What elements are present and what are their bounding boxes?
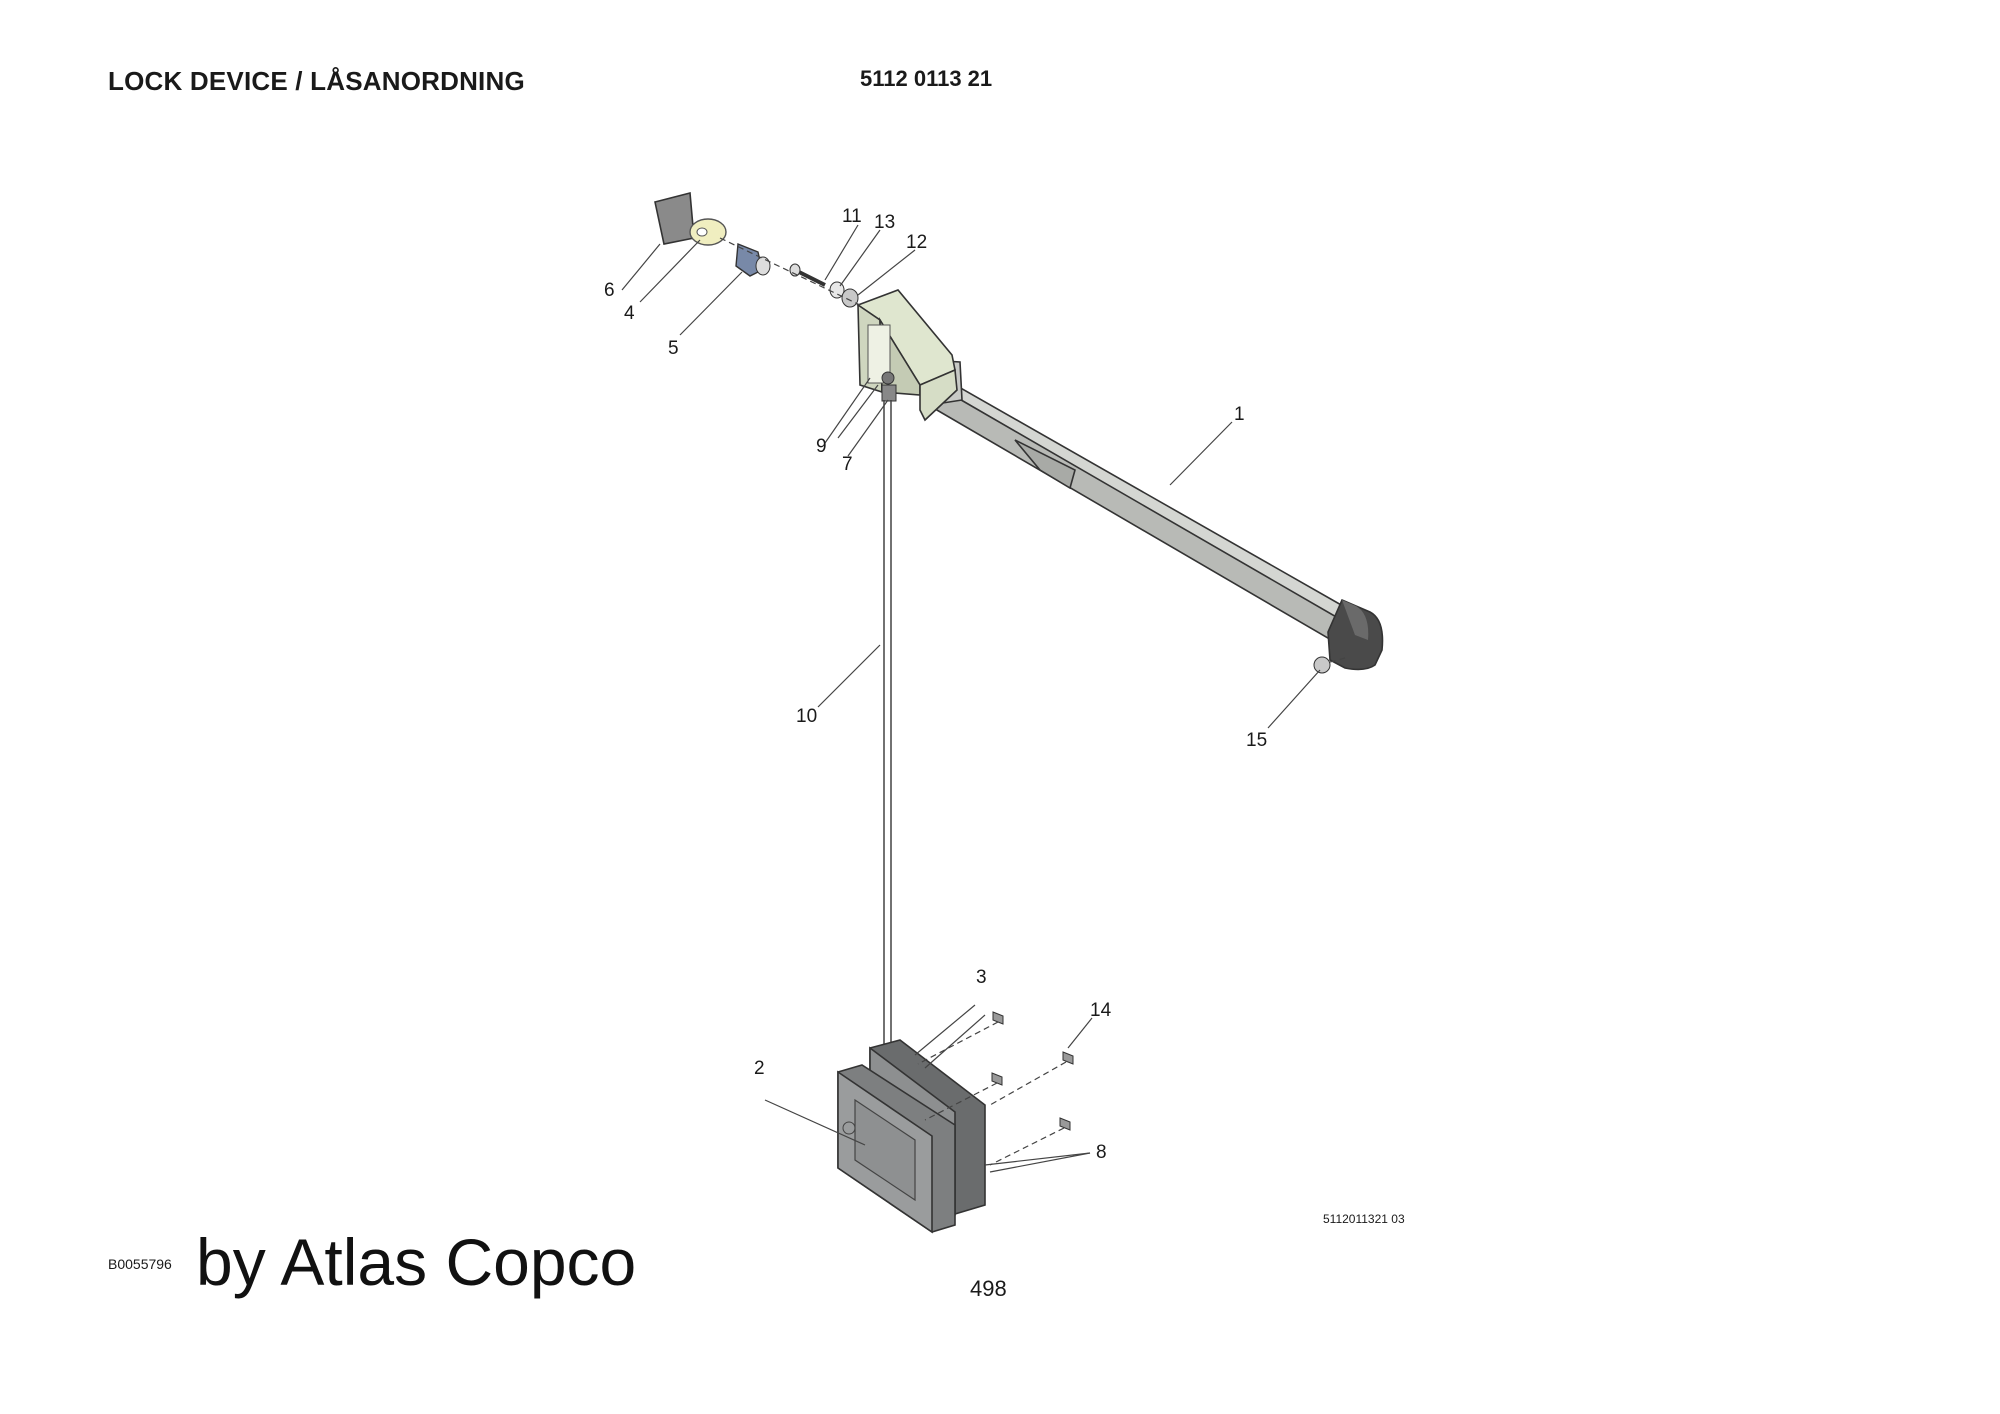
callout-9: 9 [816,436,827,457]
callout-3: 3 [976,967,987,988]
callout-7: 7 [842,454,853,475]
figure-code: 5112011321 03 [1323,1212,1405,1226]
callout-8: 8 [1096,1142,1107,1163]
callout-6: 6 [604,280,615,301]
callout-12: 12 [906,232,927,253]
watermark-text: by Atlas Copco [196,1225,637,1299]
callout-4: 4 [624,303,635,324]
callout-13: 13 [874,212,895,233]
callout-5: 5 [668,338,679,359]
document-number: 5112 0113 21 [860,66,993,91]
handle-assembly-part-2 [837,1039,986,1234]
callout-14: 14 [1090,1000,1112,1021]
callout-1: 1 [1234,404,1245,425]
end-cap [1327,598,1384,671]
page-title: LOCK DEVICE / LÅSANORDNING [108,66,525,96]
page-number: 498 [970,1276,1007,1301]
lock-cylinder-part-5 [735,243,771,277]
washer-part-4 [689,218,727,246]
assembly-axis [719,237,861,306]
rod-part-10 [883,400,892,1060]
lock-plate-part-6 [654,191,695,245]
callout-10: 10 [796,706,817,727]
nut-part-12 [841,288,859,308]
nut-part-15 [1313,656,1346,674]
callout-15: 15 [1246,730,1267,751]
illustration-number: B0055796 [108,1256,172,1272]
callout-2: 2 [754,1058,765,1079]
leader-lines [621,224,1321,1173]
bolts-part-14 [917,1011,1074,1166]
lock-arm-part-1 [914,359,1362,650]
bracket [856,289,958,422]
callout-11: 11 [842,206,862,227]
